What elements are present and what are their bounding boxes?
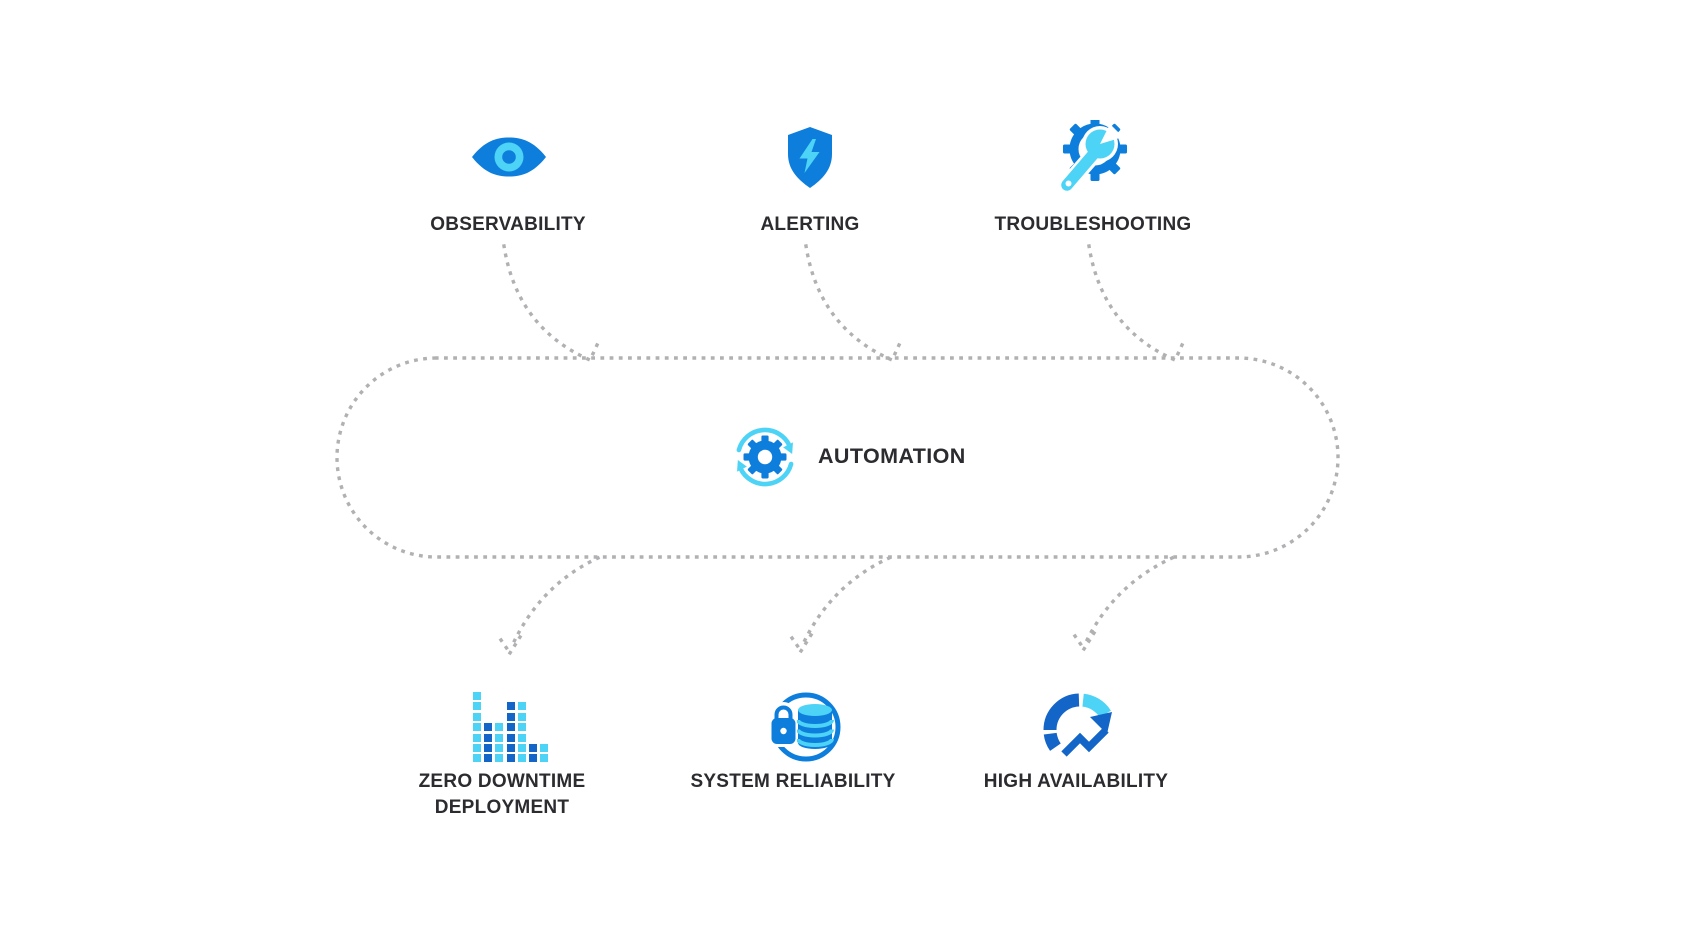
curve-box-to-system-reliability [800, 555, 892, 647]
alerting-label: ALERTING [760, 214, 860, 235]
zero-downtime-label-line1: ZERO DOWNTIME [418, 771, 586, 792]
arrowhead-right-arm-2 [798, 632, 814, 654]
curve-box-to-high-availability [1083, 555, 1175, 645]
zero-downtime-label-line2: DEPLOYMENT [434, 797, 570, 818]
curve-troubleshooting-arrow-tick [1173, 342, 1185, 361]
pixel-bar-chart-icon [473, 692, 548, 762]
automation-gear-cycle-icon [736, 427, 794, 487]
outbound-dotted-curves [498, 555, 1175, 656]
automation-label: AUTOMATION [818, 444, 966, 468]
inbound-dotted-curves [502, 244, 1185, 363]
system-reliability-label: SYSTEM RELIABILITY [690, 771, 896, 792]
observability-label: OBSERVABILITY [430, 214, 586, 235]
curve-troubleshooting-to-box [1087, 244, 1178, 363]
arrowhead-right-arm-1 [507, 634, 523, 656]
zero-downtime-deployment-label: ZERO DOWNTIME DEPLOYMENT [419, 769, 586, 821]
arrowhead-left-arm-2 [789, 635, 804, 654]
arrowhead-right-arm-3 [1081, 630, 1097, 652]
high-availability-label: HIGH AVAILABILITY [983, 771, 1169, 792]
arrowhead-left-arm-1 [498, 637, 513, 656]
curve-alerting-to-box [804, 244, 895, 363]
automation-container-dotted-box [335, 356, 1340, 559]
curve-alerting-arrow-tick [890, 342, 902, 361]
troubleshooting-label: TROUBLESHOOTING [994, 214, 1192, 235]
arrowhead-left-arm-3 [1072, 633, 1087, 652]
gauge-trend-arrow-icon [1043, 693, 1112, 759]
gear-wrench-icon [1058, 120, 1127, 194]
curve-observability-to-box [502, 244, 593, 363]
curve-box-to-zero-downtime [509, 555, 601, 649]
shield-lightning-icon [788, 127, 832, 188]
database-lock-icon [769, 692, 841, 762]
curve-observability-arrow-tick [588, 342, 600, 361]
eye-icon [472, 137, 546, 177]
